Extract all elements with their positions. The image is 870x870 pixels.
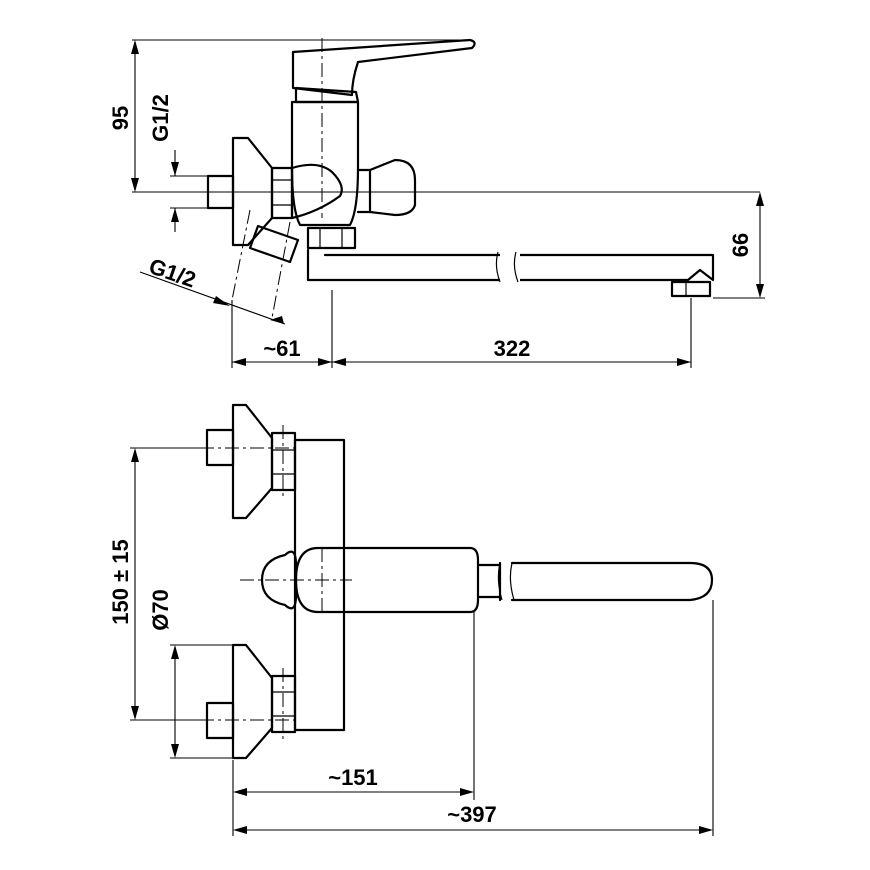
front-view: 150 ± 15 Ø70 ~151 ~397: [108, 403, 714, 836]
spout-top-view: [476, 563, 502, 599]
union-nut-side: [270, 166, 294, 220]
inlet-upper: [205, 428, 235, 467]
inlet-lower: [205, 701, 235, 740]
side-view: 95 G1/2 G1/2 66 ~61 322: [108, 38, 765, 368]
dim-95-label: 95: [108, 106, 133, 130]
escutcheon-lower: [231, 643, 274, 760]
diverter-knob: [356, 158, 417, 217]
dim-61-label: ~61: [263, 336, 300, 361]
dim-70-label: Ø70: [148, 589, 173, 631]
dim-150-label: 150 ± 15: [108, 539, 133, 624]
dim-g12-angled-label: G1/2: [146, 253, 199, 292]
body-plate: [293, 438, 346, 732]
lever-top-view: [294, 546, 480, 614]
lever-handle: [291, 38, 476, 97]
nut-upper: [270, 431, 297, 492]
dim-322-label: 322: [494, 336, 531, 361]
dim-151-label: ~151: [328, 765, 378, 790]
spout: [306, 248, 715, 282]
nut-lower: [270, 674, 297, 734]
inlet-pipe: [206, 174, 235, 210]
angled-connector: [248, 224, 300, 264]
aerator: [670, 280, 712, 298]
dim-66-label: 66: [728, 233, 753, 257]
dim-397-label: ~397: [447, 802, 497, 827]
eccentric-connector: [290, 163, 343, 220]
dim-g12-top-label: G1/2: [148, 94, 173, 142]
spout-ring: [306, 226, 357, 250]
front-knob: [260, 550, 298, 610]
escutcheon-upper: [231, 403, 274, 520]
